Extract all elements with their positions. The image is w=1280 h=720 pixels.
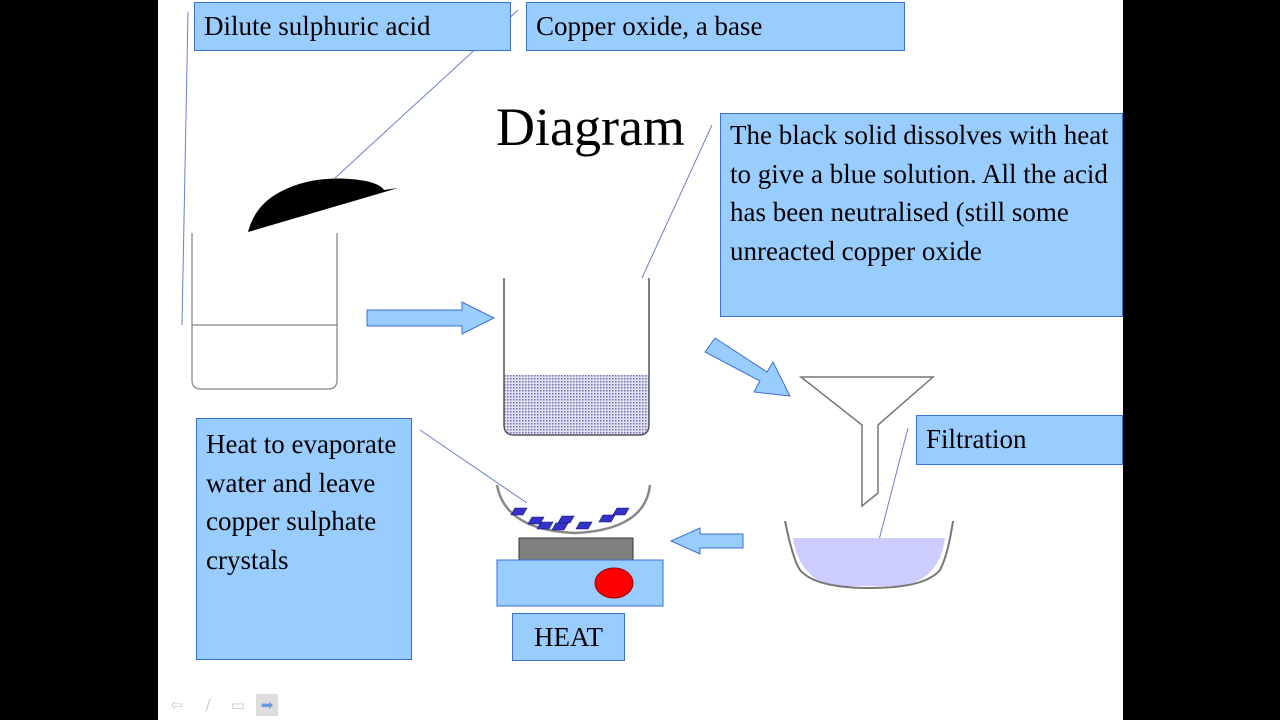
crystals [510,507,630,531]
beaker-solution [504,375,649,435]
next-icon[interactable]: ➡ [256,694,278,716]
copper-oxide-solid [248,178,398,232]
heater-indicator [594,567,634,599]
arrow-left [669,527,744,555]
heater-body [496,559,664,607]
previous-icon[interactable]: ⇦ [170,696,184,714]
slide-title: Diagram [496,97,685,157]
funnel [798,376,935,508]
arrow-diagonal [704,337,791,397]
heater-plate [518,537,634,561]
menu-icon[interactable]: ▭ [230,696,246,714]
crystallising-dish [495,484,652,535]
label-filtration: Filtration [916,415,1123,465]
label-heat: HEAT [512,613,625,661]
arrow-right [366,301,496,335]
label-dissolve: The black solid dissolves with heat to g… [720,113,1123,317]
filtrate-dish [793,538,945,586]
pen-icon[interactable]: ∕ [205,696,211,714]
label-acid: Dilute sulphuric acid [194,2,511,51]
beaker-acid [191,233,338,390]
label-evaporate: Heat to evaporate water and leave copper… [196,418,412,660]
label-base: Copper oxide, a base [526,2,905,51]
